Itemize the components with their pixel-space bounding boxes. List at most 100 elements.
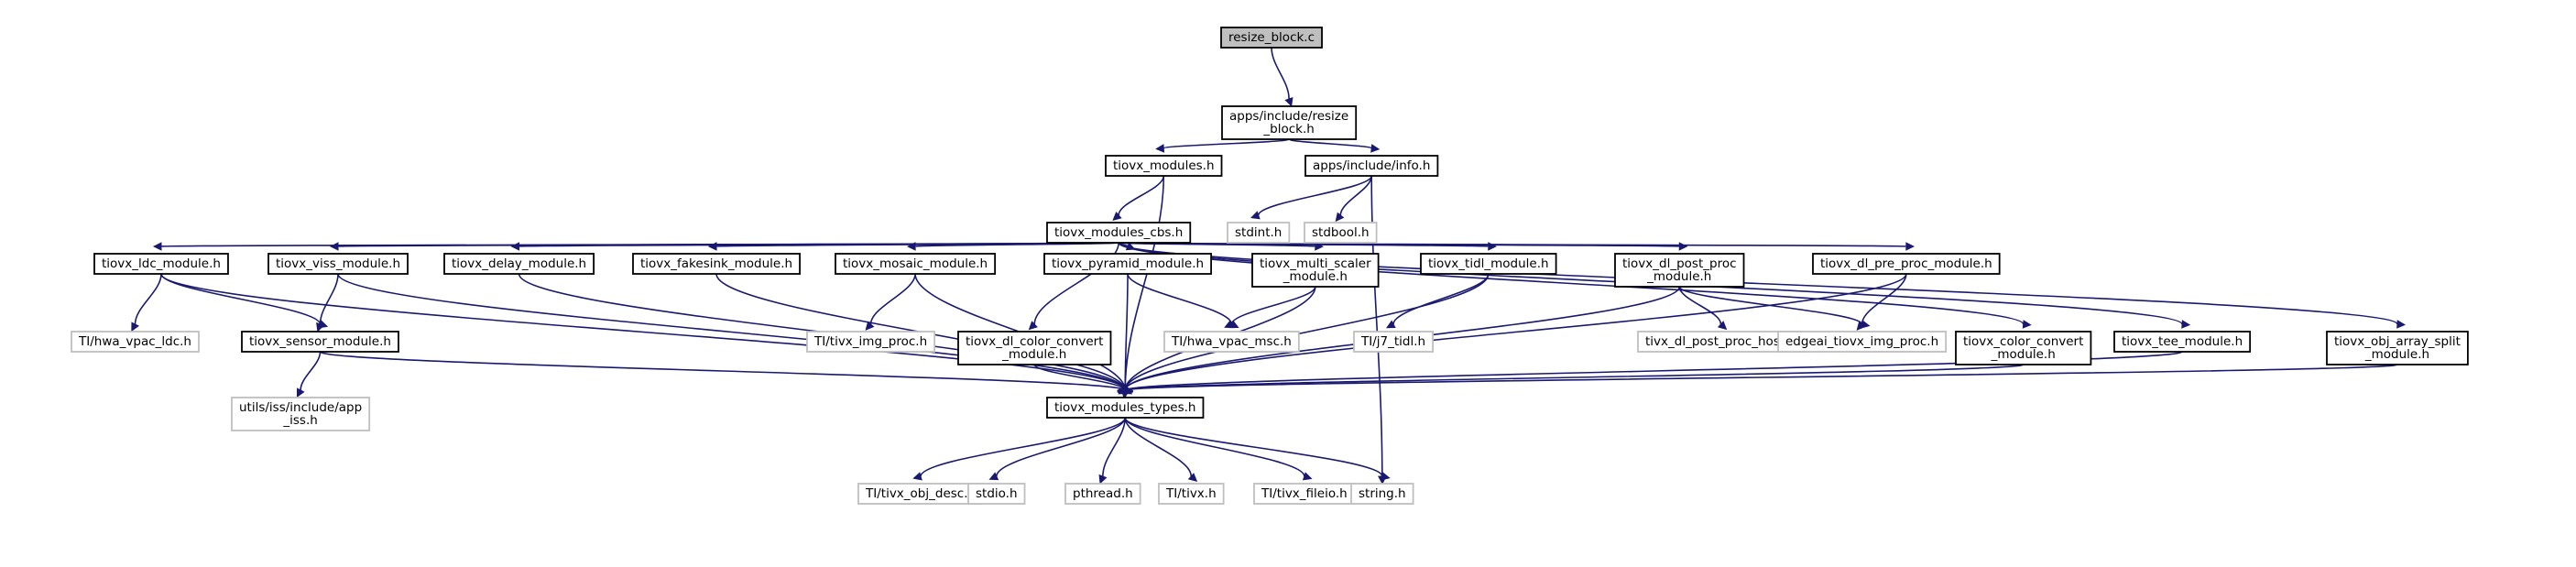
node-box — [267, 253, 409, 275]
node-box — [71, 331, 200, 353]
node-app-iss-h[interactable]: utils/iss/include/app_iss.h — [231, 397, 371, 431]
node-box — [1353, 331, 1434, 353]
node-hwa-vpac-ldc-h[interactable]: TI/hwa_vpac_ldc.h — [71, 331, 200, 353]
node-box — [1227, 222, 1291, 244]
edge-arrowhead — [1250, 211, 1261, 220]
edge-arrowhead — [152, 242, 162, 251]
node-label: tiovx_sensor_module.h — [249, 334, 391, 349]
node-color-convert-h[interactable]: tiovx_color_convert_module.h — [1955, 331, 2092, 365]
edge-arrowhead — [912, 472, 922, 481]
edge-ldc-h-to-types-h — [160, 273, 1127, 391]
node-tiovx-modules-h[interactable]: tiovx_modules.h — [1105, 155, 1223, 177]
edge-arrowhead — [1678, 242, 1688, 251]
node-box — [806, 331, 936, 353]
node-delay-h[interactable]: tiovx_delay_module.h — [443, 253, 595, 275]
node-dl-post-proc-h[interactable]: tiovx_dl_post_proc_module.h — [1614, 253, 1745, 288]
edge-arrowhead — [131, 322, 140, 333]
node-obj-array-split-h[interactable]: tiovx_obj_array_split_module.h — [2326, 331, 2469, 365]
node-label: apps/include/resize_block.h — [1229, 109, 1348, 136]
node-label: tiovx_modules_types.h — [1054, 400, 1195, 415]
node-stdbool-h[interactable]: stdbool.h — [1304, 222, 1378, 244]
node-box — [1043, 253, 1212, 275]
node-box — [1955, 331, 2092, 365]
node-sensor-h[interactable]: tiovx_sensor_module.h — [241, 331, 399, 353]
edge-color-convert-h-to-types-h — [1124, 364, 2025, 391]
node-box — [1064, 483, 1141, 505]
node-mosaic-h[interactable]: tiovx_mosaic_module.h — [835, 253, 997, 275]
node-dl-pre-proc-h[interactable]: tiovx_dl_pre_proc_module.h — [1812, 253, 2001, 275]
edge-pyramid-h-to-hwa-vpac-msc-h — [1127, 273, 1233, 325]
node-viss-h[interactable]: tiovx_viss_module.h — [267, 253, 409, 275]
node-types-h[interactable]: tiovx_modules_types.h — [1046, 397, 1205, 419]
edge-viss-h-to-sensor-h — [319, 273, 339, 325]
node-box — [967, 483, 1026, 505]
nodes-layer: resize_block.c apps/include/resize_block.… — [71, 27, 2469, 505]
edge-arrowhead — [1224, 320, 1234, 329]
node-stdint-h[interactable]: stdint.h — [1227, 222, 1291, 244]
node-label: tiovx_color_convert_module.h — [1963, 334, 2083, 362]
node-label: stdbool.h — [1312, 225, 1370, 240]
node-string-h[interactable]: string.h — [1350, 483, 1414, 505]
node-resize-block-c[interactable]: resize_block.c — [1220, 27, 1323, 49]
node-label: tiovx_pyramid_module.h — [1052, 256, 1204, 271]
node-stdio-h[interactable]: stdio.h — [967, 483, 1026, 505]
node-resize-block-h[interactable]: apps/include/resize_block.h — [1221, 105, 1358, 140]
edge-resize-block-c-to-resize-block-h — [1271, 47, 1290, 100]
node-post-proc-host-h[interactable]: tivx_dl_post_proc_host.h — [1637, 331, 1805, 353]
edge-arrowhead — [865, 321, 875, 331]
node-info-h[interactable]: apps/include/info.h — [1304, 155, 1439, 177]
node-box — [1046, 397, 1205, 419]
node-label: tiovx_dl_pre_proc_module.h — [1820, 256, 1992, 271]
node-obj-desc-h[interactable]: TI/tivx_obj_desc.h — [857, 483, 984, 505]
node-box — [93, 253, 229, 275]
node-multi-scaler-h[interactable]: tiovx_multi_scaler_module.h — [1251, 253, 1380, 288]
edge-arrowhead — [2022, 320, 2032, 329]
node-fileio-h[interactable]: TI/tivx_fileio.h — [1253, 483, 1356, 505]
edge-tidl-h-to-types-h — [1124, 273, 1490, 391]
edge-dl-pre-proc-h-to-edgeai-img-proc-h — [1861, 273, 1907, 325]
node-edgeai-img-proc-h[interactable]: edgeai_tiovx_img_proc.h — [1777, 331, 1948, 353]
node-hwa-vpac-msc-h[interactable]: TI/hwa_vpac_msc.h — [1163, 331, 1300, 353]
node-box — [1251, 253, 1380, 288]
node-label: TI/tivx_obj_desc.h — [865, 486, 976, 501]
edge-arrowhead — [2396, 320, 2407, 329]
node-tee-h[interactable]: tiovx_tee_module.h — [2113, 331, 2252, 353]
node-dl-color-convert-h[interactable]: tiovx_dl_color_convert_module.h — [957, 331, 1112, 365]
node-fakesink-h[interactable]: tiovx_fakesink_module.h — [632, 253, 801, 275]
node-label: TI/hwa_vpac_msc.h — [1171, 334, 1292, 349]
node-box — [1350, 483, 1414, 505]
node-cbs-h[interactable]: tiovx_modules_cbs.h — [1046, 222, 1192, 244]
node-box — [241, 331, 399, 353]
node-j7-tidl-h[interactable]: TI/j7_tidl.h — [1353, 331, 1434, 353]
node-img-proc-h[interactable]: TI/tivx_img_proc.h — [806, 331, 936, 353]
node-label: stdio.h — [976, 486, 1018, 501]
node-tidl-h[interactable]: tiovx_tidl_module.h — [1420, 253, 1557, 275]
edge-arrowhead — [1335, 212, 1345, 223]
edge-arrowhead — [329, 242, 339, 251]
node-box — [1046, 222, 1192, 244]
edge-arrowhead — [316, 322, 325, 333]
edge-arrowhead — [1028, 321, 1038, 331]
node-label: tiovx_fakesink_module.h — [640, 256, 792, 271]
edges-layer — [131, 47, 2407, 485]
node-box — [1777, 331, 1948, 353]
node-box — [1163, 331, 1300, 353]
node-tivx-h[interactable]: TI/tivx.h — [1158, 483, 1225, 505]
node-box — [2326, 331, 2469, 365]
node-pthread-h[interactable]: pthread.h — [1064, 483, 1141, 505]
node-pyramid-h[interactable]: tiovx_pyramid_module.h — [1043, 253, 1212, 275]
edge-arrowhead — [1098, 474, 1108, 485]
node-label: TI/j7_tidl.h — [1360, 334, 1425, 349]
node-label: tivx_dl_post_proc_host.h — [1645, 334, 1796, 349]
node-label: pthread.h — [1073, 486, 1133, 501]
edge-arrowhead — [510, 242, 520, 251]
edge-arrowhead — [2181, 320, 2191, 329]
node-box — [1220, 27, 1323, 49]
edge-sensor-h-to-app-iss-h — [300, 351, 322, 391]
node-box — [1158, 483, 1225, 505]
edge-cbs-h-to-dl-color-convert-h — [1033, 242, 1119, 325]
node-ldc-h[interactable]: tiovx_ldc_module.h — [93, 253, 229, 275]
edge-ldc-h-to-sensor-h — [160, 273, 322, 325]
edge-arrowhead — [1155, 144, 1165, 153]
